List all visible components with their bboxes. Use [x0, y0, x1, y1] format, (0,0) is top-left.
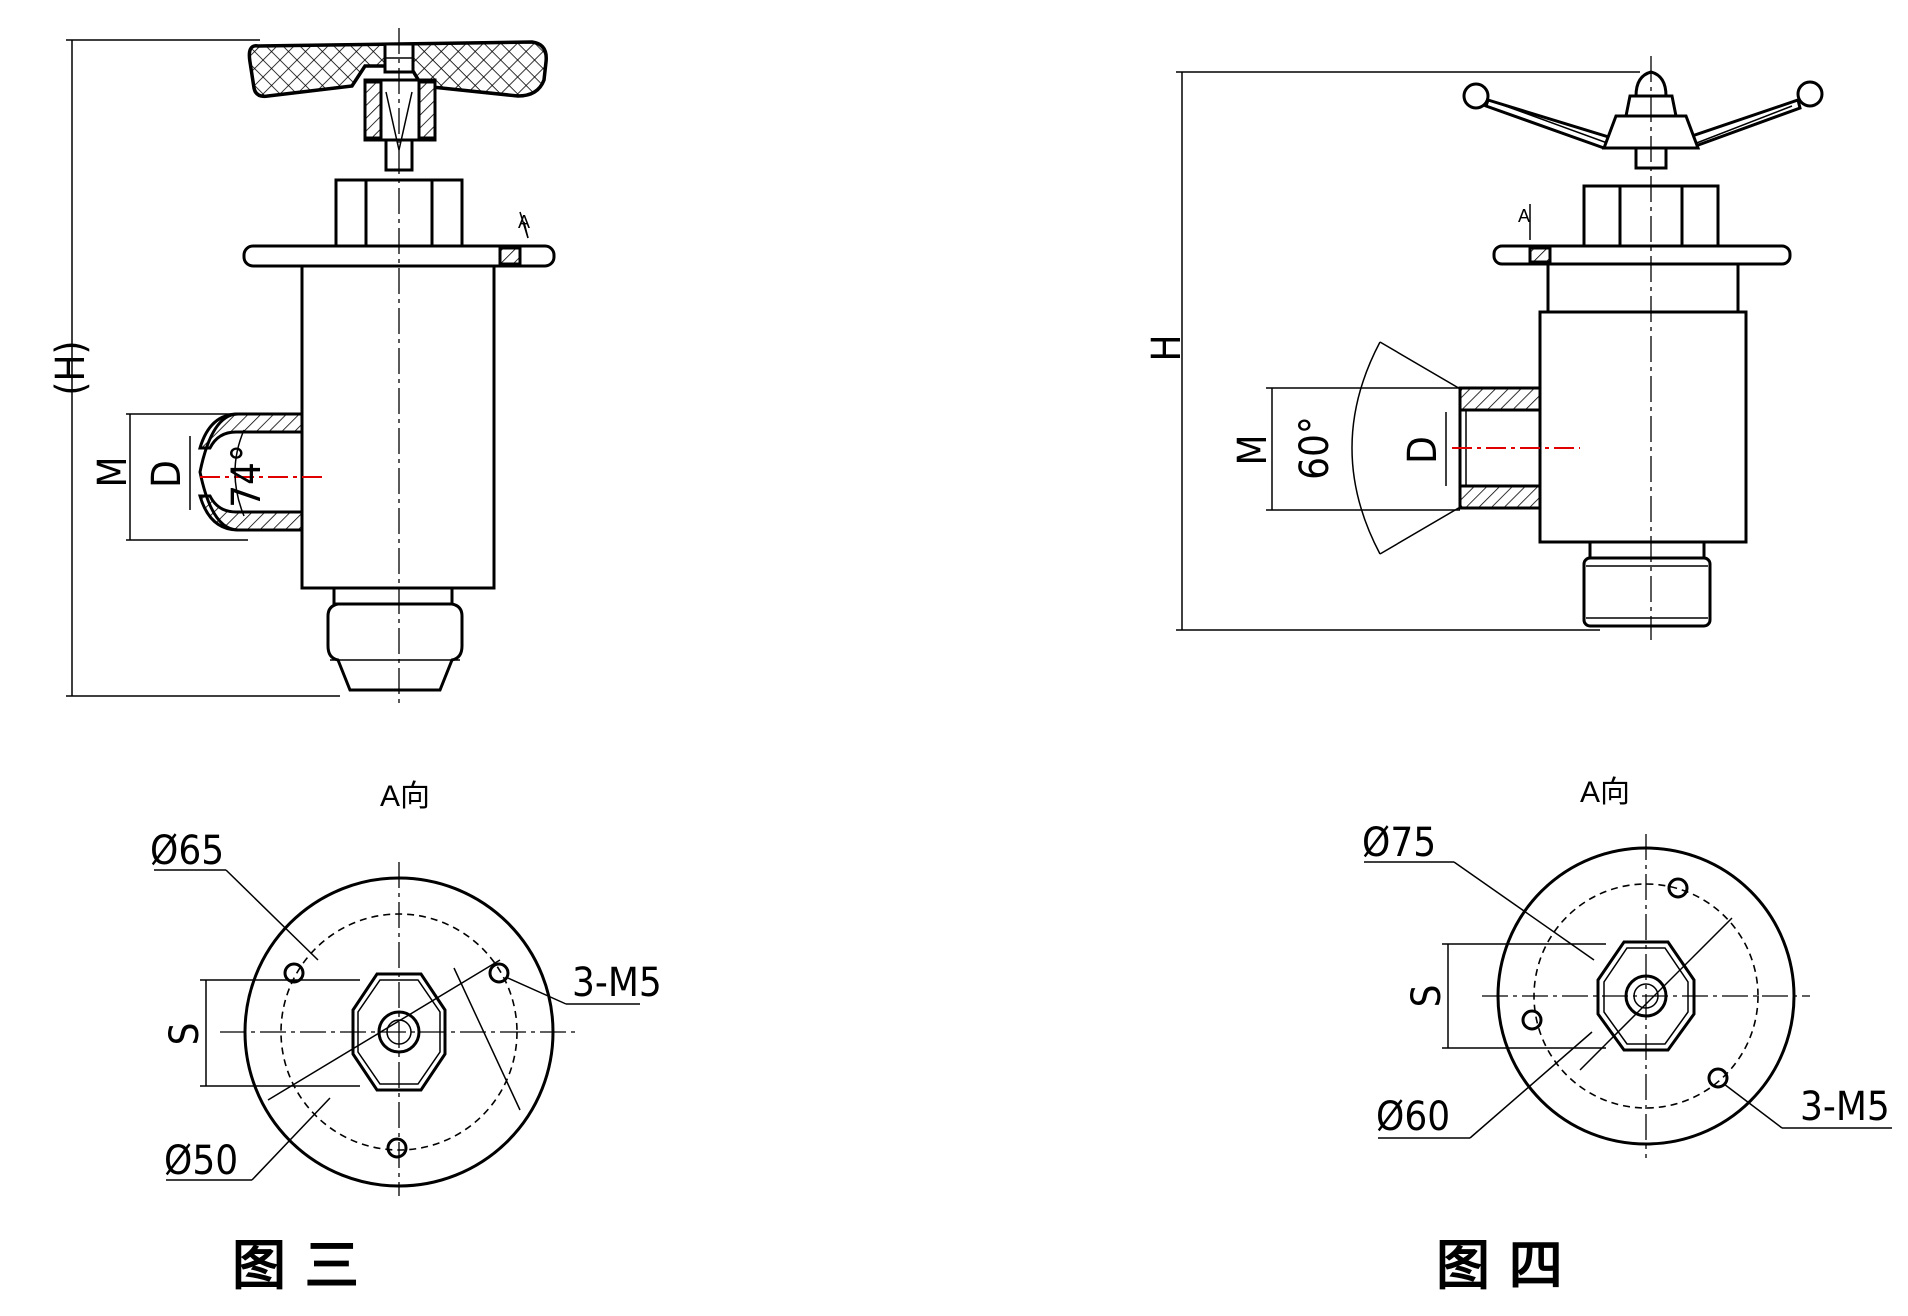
fig4-bolts: 3-M5 [1800, 1084, 1890, 1130]
fig4-bottom-spigot [1588, 540, 1706, 560]
fig3-caption: 图 三 [232, 1233, 359, 1297]
fig4-dia-outer: Ø75 [1362, 820, 1436, 866]
fig4-angle-label: 60° [1292, 416, 1338, 480]
fig4-height-label: H [1144, 334, 1190, 361]
fig4-s-label: S [1404, 985, 1450, 1008]
fig4-handle-ball-right [1796, 80, 1824, 108]
fig4-bolt-hole-3 [1707, 1067, 1729, 1089]
fig4-a-marker: A [1518, 206, 1530, 226]
fig4-bolt-hole-1 [1667, 877, 1689, 899]
fig3-dia-inner: Ø50 [164, 1138, 238, 1184]
figure4-a-view: A向 S Ø75 Ø60 3-M5 图 四 [1362, 776, 1892, 1297]
figure4-front-view: A 60° H M D [1144, 56, 1824, 640]
figure3-front-view: A (H) M D 74° [48, 28, 556, 706]
fig3-a-marker: A [518, 212, 530, 232]
fig4-caption: 图 四 [1436, 1233, 1563, 1297]
fig3-bottom-spigot [332, 586, 454, 606]
fig4-view-title: A向 [1580, 776, 1630, 809]
fig3-bolt-hole-3 [386, 1137, 408, 1159]
fig3-angle-label: 74° [224, 444, 270, 508]
fig3-bolts: 3-M5 [572, 960, 662, 1006]
fig3-hex-nut [351, 972, 447, 1092]
fig4-dia-inner: Ø60 [1376, 1094, 1450, 1140]
fig3-d-label: D [144, 460, 190, 488]
fig3-bolt-hole-1 [283, 962, 305, 984]
fig4-body [1538, 310, 1748, 544]
fig3-dia-outer: Ø65 [150, 828, 224, 874]
fig4-m-label: M [1230, 434, 1276, 465]
fig3-s-label: S [162, 1023, 208, 1046]
fig3-body [300, 264, 496, 590]
fig4-hex-nut [1596, 940, 1696, 1052]
fig3-m-label: M [90, 456, 136, 487]
fig4-bolt-hole-2 [1521, 1009, 1543, 1031]
fig3-view-title: A向 [380, 780, 430, 813]
figure3-a-view: A向 S Ø65 3-M5 Ø50 图 三 [150, 780, 662, 1297]
fig4-handle-ball-left [1462, 82, 1490, 110]
fig3-height-label: (H) [48, 340, 94, 395]
fig3-bolt-hole-2 [488, 962, 510, 984]
fig4-d-label: D [1400, 436, 1446, 464]
